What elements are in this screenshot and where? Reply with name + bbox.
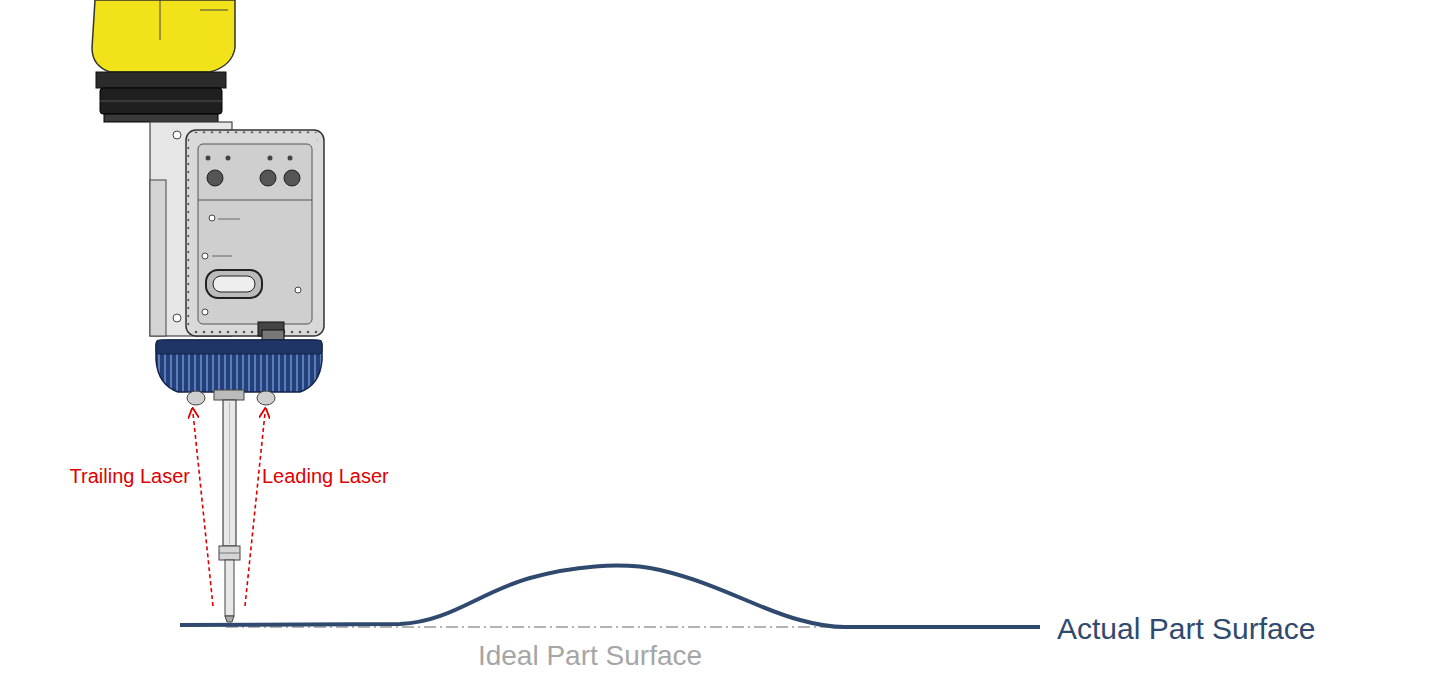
laser-label: Trailing Laser	[70, 465, 190, 487]
actual-surface-line	[180, 566, 1040, 627]
robot-arm	[92, 0, 235, 122]
surface-label: Actual Part Surface	[1057, 612, 1315, 645]
laser-label: Leading Laser	[262, 465, 389, 487]
ideal-surface-line	[226, 626, 838, 628]
laser-sensor-ring	[156, 340, 322, 405]
surface-label: Ideal Part Surface	[478, 641, 702, 672]
controller-box	[186, 130, 324, 340]
probe-shaft	[219, 400, 240, 622]
laser-beam	[193, 413, 265, 606]
